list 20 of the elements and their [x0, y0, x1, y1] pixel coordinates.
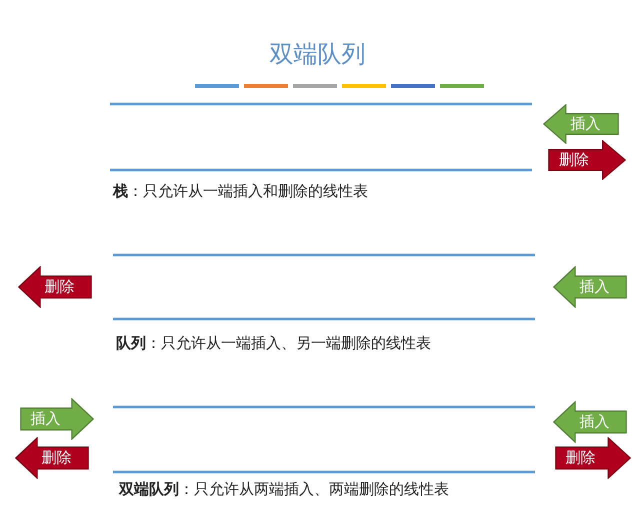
- right-arrow: [548, 140, 626, 180]
- definition-text: 双端队列：只允许从两端插入、两端删除的线性表: [119, 480, 449, 499]
- arrow-label: 删除: [42, 448, 72, 468]
- arrow-label: 删除: [44, 278, 75, 296]
- left-arrow: [553, 266, 627, 308]
- arrow-label: 插入: [580, 278, 610, 296]
- arrow-label: 插入: [570, 114, 600, 134]
- arrow-label: 插入: [30, 410, 60, 428]
- arrow-label: 插入: [580, 412, 610, 432]
- right-arrow: [555, 437, 631, 479]
- left-arrow: [18, 266, 92, 308]
- arrow-label: 删除: [566, 448, 596, 468]
- definition-text: 队列：只允许从一端插入、另一端删除的线性表: [116, 334, 431, 353]
- definition-text: 栈：只允许从一端插入和删除的线性表: [113, 182, 368, 201]
- slide-title: 双端队列: [268, 39, 366, 70]
- arrow-label: 删除: [558, 150, 589, 170]
- left-arrow: [543, 104, 619, 144]
- right-arrow: [20, 398, 94, 440]
- left-arrow: [553, 401, 627, 443]
- left-arrow: [15, 437, 89, 479]
